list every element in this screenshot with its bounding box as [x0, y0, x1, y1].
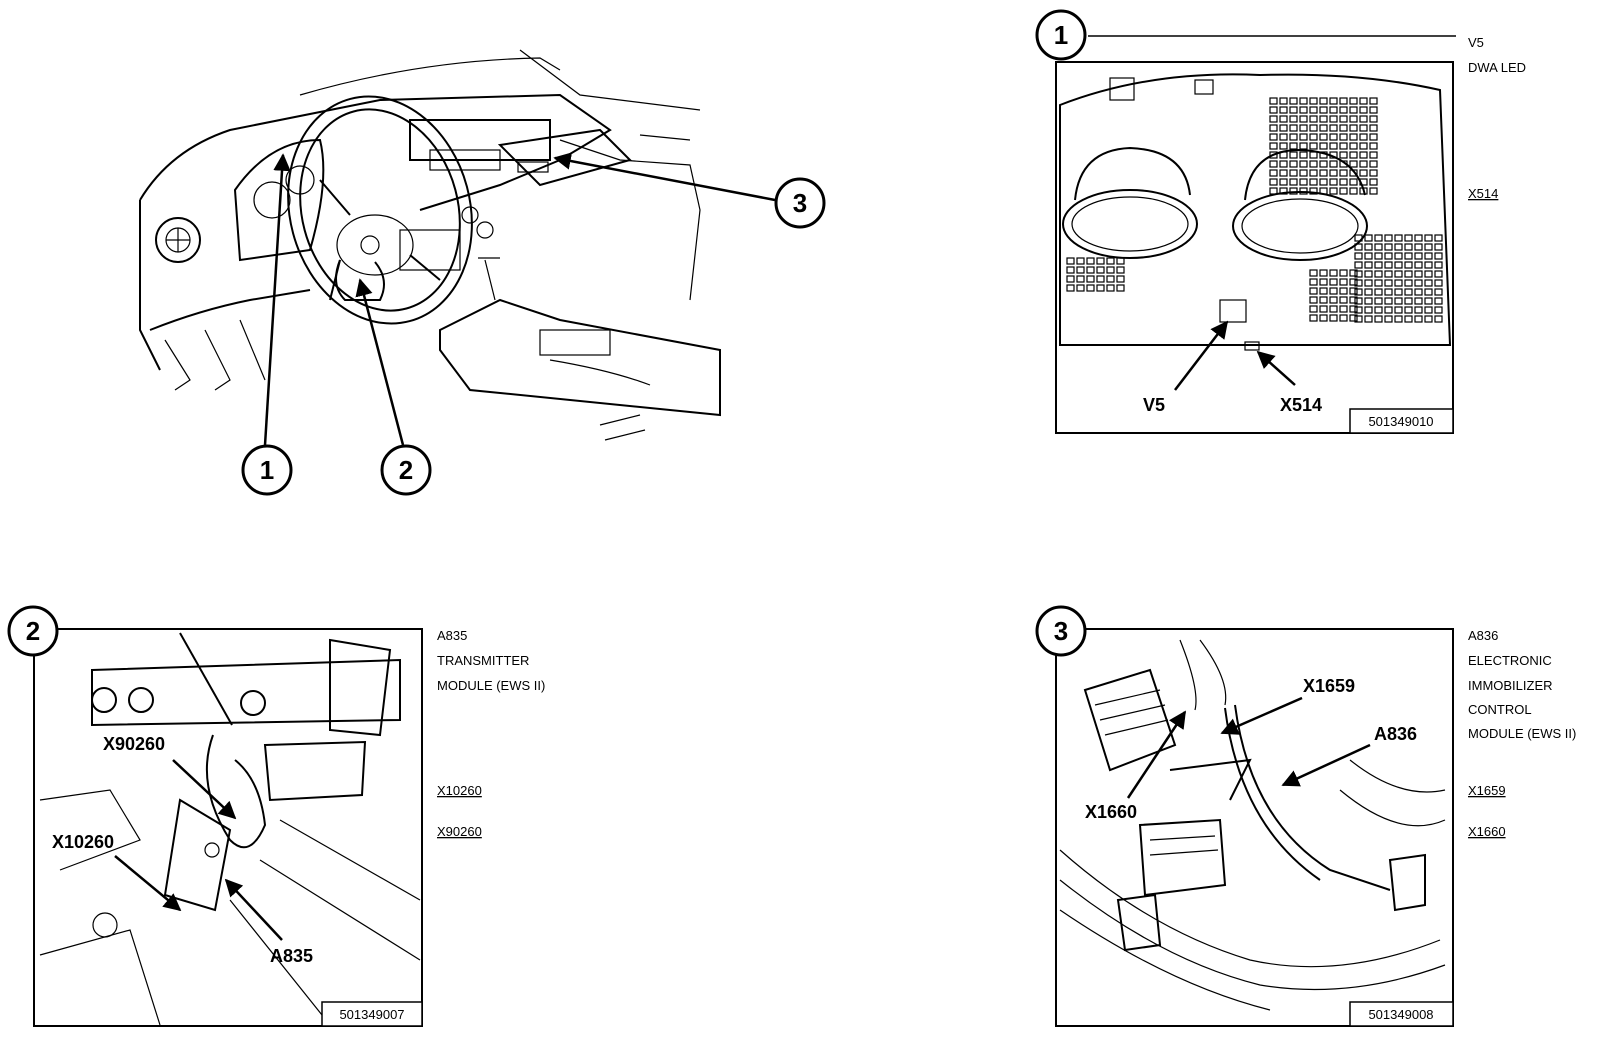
callout-number: 1	[260, 455, 274, 485]
label-a835: A835	[270, 946, 313, 966]
detail-panel-3	[1055, 628, 1454, 1027]
panel-frame	[1055, 61, 1454, 434]
detail-panel-1	[1055, 35, 1456, 434]
callout-number: 2	[399, 455, 413, 485]
svg-text:3: 3	[1054, 616, 1068, 646]
panel-frame	[1055, 628, 1454, 1027]
label-x10260: X10260	[52, 832, 114, 852]
figure-id-501349010: 501349010	[1349, 408, 1454, 434]
x514-pointer	[1256, 350, 1296, 386]
panel2-callout: 2	[7, 605, 59, 657]
x90260-pointer	[172, 759, 237, 820]
side-label-x1660: X1660	[1468, 824, 1506, 839]
side-label-transmitter: TRANSMITTER	[437, 653, 529, 668]
callout-3-leader	[553, 152, 776, 202]
side-label-control: CONTROL	[1468, 702, 1532, 717]
overview-callout-3: 3	[774, 177, 826, 229]
overview-callout-1: 1	[241, 444, 293, 496]
side-label-module-ews: MODULE (EWS II)	[1468, 726, 1576, 741]
svg-text:2: 2	[26, 616, 40, 646]
panel1-callout: 1	[1035, 9, 1087, 61]
svg-text:501349008: 501349008	[1368, 1007, 1433, 1022]
x10260-pointer	[114, 855, 182, 912]
figure-id-501349008: 501349008	[1349, 1001, 1454, 1027]
figure-id-501349007: 501349007	[321, 1001, 423, 1027]
label-v5: V5	[1143, 395, 1165, 415]
callout-2-leader	[355, 278, 405, 446]
x1659-pointer	[1220, 696, 1303, 735]
v5-pointer	[1174, 320, 1229, 391]
x1660-pointer	[1126, 710, 1187, 799]
side-label-x90260: X90260	[437, 824, 482, 839]
side-label-immobilizer: IMMOBILIZER	[1468, 678, 1553, 693]
svg-text:501349007: 501349007	[339, 1007, 404, 1022]
a836-pointer	[1281, 743, 1371, 787]
svg-text:501349010: 501349010	[1368, 414, 1433, 429]
a835-pointer	[224, 878, 283, 941]
side-label-a835: A835	[437, 628, 467, 643]
side-label-x514: X514	[1468, 186, 1498, 201]
label-x90260: X90260	[103, 734, 165, 754]
side-label-x10260: X10260	[437, 783, 482, 798]
label-x1660: X1660	[1085, 802, 1137, 822]
side-label-a836: A836	[1468, 628, 1498, 643]
callout-number: 3	[793, 188, 807, 218]
label-a836: A836	[1374, 724, 1417, 744]
side-label-dwa-led: DWA LED	[1468, 60, 1526, 75]
callout-1-leader	[263, 153, 291, 446]
detail-panel-2	[33, 628, 423, 1027]
side-label-module-ews: MODULE (EWS II)	[437, 678, 545, 693]
label-x514: X514	[1280, 395, 1322, 415]
dashboard-illustration	[139, 49, 721, 441]
side-label-electronic: ELECTRONIC	[1468, 653, 1552, 668]
svg-text:1: 1	[1054, 20, 1068, 50]
overview-callout-2: 2	[380, 444, 432, 496]
side-label-x1659: X1659	[1468, 783, 1506, 798]
panel3-callout: 3	[1035, 605, 1087, 657]
label-x1659: X1659	[1303, 676, 1355, 696]
panel-frame	[33, 628, 423, 1027]
side-label-v5: V5	[1468, 35, 1484, 50]
